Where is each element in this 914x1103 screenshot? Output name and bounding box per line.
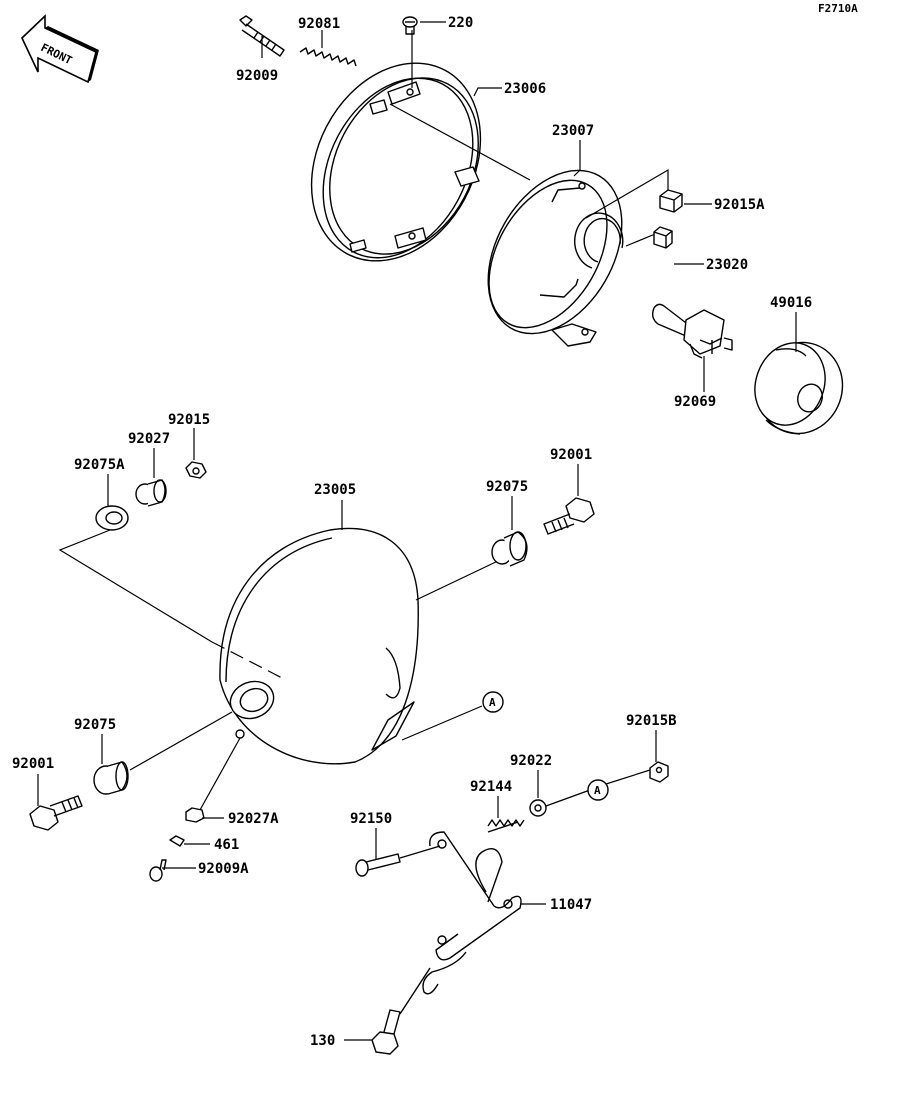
label-220: 220 [448, 15, 473, 31]
spring-92144 [487, 819, 525, 833]
label-23006: 23006 [504, 81, 546, 97]
label-92015B: 92015B [626, 713, 677, 729]
label-11047: 11047 [550, 897, 592, 913]
housing-23005 [219, 527, 419, 765]
svg-text:A: A [594, 784, 601, 797]
svg-text:A: A [489, 696, 496, 709]
boot-cover-49016 [754, 341, 844, 435]
label-49016: 49016 [770, 295, 812, 311]
washer-92022 [529, 799, 547, 817]
label-92015: 92015 [168, 412, 210, 428]
label-92075A: 92075A [74, 457, 125, 473]
label-92022: 92022 [510, 753, 552, 769]
label-92001-left: 92001 [12, 756, 54, 772]
reflector-23007 [487, 169, 624, 347]
bulb-92069 [651, 303, 733, 359]
bolt-130 [371, 1009, 401, 1055]
label-92009: 92009 [236, 68, 278, 84]
reference-marker-a-bracket: A [587, 779, 609, 801]
bolt-92150 [355, 845, 441, 877]
label-92069: 92069 [674, 394, 716, 410]
label-92015A: 92015A [714, 197, 765, 213]
label-23020: 23020 [706, 257, 748, 273]
rim-ring-23006 [310, 62, 482, 262]
label-92027: 92027 [128, 431, 170, 447]
nut-92015A [659, 189, 683, 213]
collar-92075A [95, 505, 129, 531]
bolt-92001-right [543, 497, 595, 535]
label-23005: 23005 [314, 482, 356, 498]
reference-marker-a-housing: A [482, 691, 504, 713]
label-23007: 23007 [552, 123, 594, 139]
label-130: 130 [310, 1033, 335, 1049]
label-92009A: 92009A [198, 861, 249, 877]
label-92075-right: 92075 [486, 479, 528, 495]
screw-92009A [149, 859, 196, 882]
nut-92015 [185, 461, 207, 479]
collar-92075-right [491, 531, 528, 567]
label-92150: 92150 [350, 811, 392, 827]
collar-92075-left [93, 761, 129, 795]
collar-92027A [185, 807, 205, 823]
front-arrow-icon: FRONT [21, 14, 99, 84]
label-92081: 92081 [298, 16, 340, 32]
label-92144: 92144 [470, 779, 512, 795]
clip-461 [169, 835, 210, 847]
label-92075-left: 92075 [74, 717, 116, 733]
label-92027A: 92027A [228, 811, 279, 827]
screw-220 [402, 16, 418, 35]
label-92001-right: 92001 [550, 447, 592, 463]
collar-92027 [135, 479, 167, 507]
nut-23020 [653, 226, 673, 249]
part-labels: 92009 92081 220 23006 23007 92015A 23020… [12, 15, 812, 1049]
callout-leaders [37, 21, 797, 1041]
nut-92015B [649, 761, 669, 783]
spring-92081 [299, 47, 357, 67]
figure-code: F2710A [818, 2, 858, 15]
label-461: 461 [214, 837, 239, 853]
bracket-11047 [399, 831, 522, 1015]
bolt-92001-left [29, 795, 83, 831]
